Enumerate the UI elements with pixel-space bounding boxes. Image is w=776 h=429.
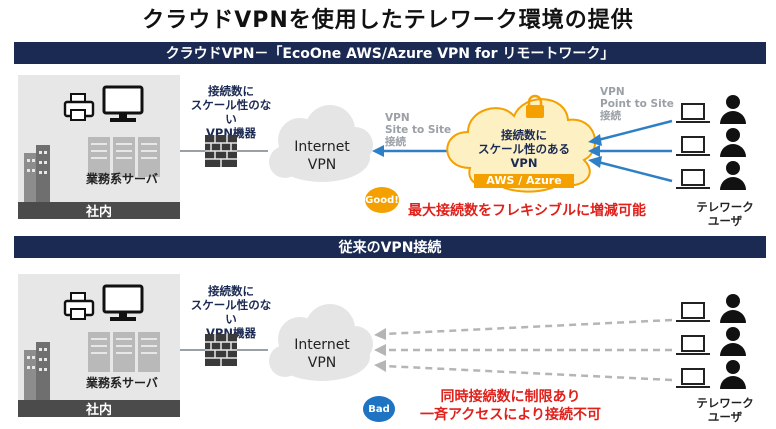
- aws-cloud-icon: [446, 98, 597, 193]
- monitor-icon: [102, 284, 144, 321]
- bottom-message: 同時接続数に制限あり一斉アクセスにより接続不可: [420, 389, 602, 423]
- monitor-icon: [102, 85, 144, 122]
- bad-badge: Bad: [363, 396, 395, 422]
- user-icon: [720, 294, 746, 389]
- dashed-arrows: [383, 318, 673, 382]
- laptop-icon: [676, 103, 710, 189]
- internet-cloud-icon-bottom: [269, 304, 373, 381]
- printer-icon: [63, 292, 95, 320]
- aws-azure-bar: [474, 174, 574, 188]
- lock-icon: [526, 94, 544, 118]
- top-section-header: クラウドVPN－「EcoOne AWS/Azure VPN for リモートワー…: [14, 42, 766, 64]
- user-label-top: テレワークユーザ: [696, 200, 754, 228]
- laptop-icon: [676, 302, 710, 388]
- printer-icon: [63, 93, 95, 121]
- server-rack-icon: [88, 332, 160, 372]
- page-title: クラウドVPNを使用したテレワーク環境の提供: [142, 8, 634, 33]
- user-label-bottom: テレワークユーザ: [696, 396, 754, 424]
- server-label-bottom: 業務系サーバ: [86, 376, 158, 390]
- good-badge: Good!: [365, 187, 399, 213]
- building-icon: [24, 342, 50, 402]
- top-message: 最大接続数をフレキシブルに増減可能: [408, 203, 646, 219]
- internet-cloud-icon-top: [269, 105, 373, 182]
- server-label-top: 業務系サーバ: [86, 172, 158, 186]
- office-illustration-top: [24, 85, 160, 205]
- firewall-icon: [205, 334, 237, 366]
- office-label-bottom: 社内: [18, 400, 180, 418]
- office-illustration-bottom: [24, 284, 160, 402]
- office-label-top: 社内: [18, 202, 180, 220]
- user-icon: [720, 95, 746, 190]
- server-rack-icon: [88, 137, 160, 177]
- users-group-bottom: [676, 294, 746, 389]
- users-group-top: [676, 95, 746, 190]
- point-to-site-arrows: [597, 119, 673, 183]
- bottom-section-header: 従来のVPN接続: [14, 236, 766, 258]
- building-icon: [24, 145, 50, 205]
- aws-azure-label: AWS / Azure: [486, 174, 562, 187]
- firewall-icon: [205, 135, 237, 167]
